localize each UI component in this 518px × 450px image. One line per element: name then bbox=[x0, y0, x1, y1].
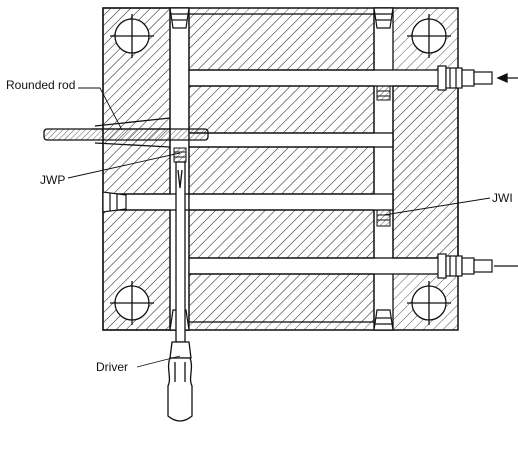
hose-fitting-icon bbox=[437, 65, 493, 91]
circle-crosshair-icon bbox=[110, 281, 154, 325]
sealing-plug-icon bbox=[169, 7, 190, 29]
arrow-left-icon bbox=[496, 72, 518, 84]
leader-lines bbox=[67, 87, 491, 368]
jwi-plug bbox=[376, 209, 391, 227]
core-blocks bbox=[102, 7, 459, 331]
bolt-holes bbox=[110, 14, 451, 325]
upper-right-plug bbox=[376, 85, 391, 101]
label-rounded-rod: Rounded rod bbox=[6, 78, 76, 92]
jwp-plug bbox=[173, 147, 187, 163]
sealing-plug-icon bbox=[102, 191, 127, 213]
label-jwi: JWI bbox=[492, 191, 513, 205]
label-driver: Driver bbox=[96, 360, 128, 374]
sealing-plug-icon bbox=[373, 7, 394, 29]
rounded-rod bbox=[43, 117, 209, 148]
driver bbox=[167, 161, 193, 422]
hose-fitting-icon bbox=[437, 253, 493, 279]
circle-crosshair-icon bbox=[110, 14, 154, 58]
label-jwp: JWP bbox=[40, 173, 66, 187]
circle-crosshair-icon bbox=[407, 281, 451, 325]
circle-crosshair-icon bbox=[407, 14, 451, 58]
sealing-plug-icon bbox=[373, 309, 394, 331]
